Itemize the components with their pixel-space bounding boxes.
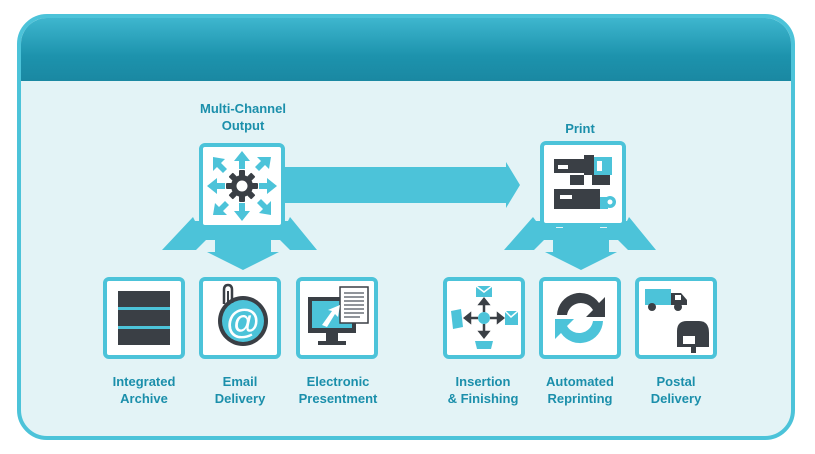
hub-left-label: Multi-Channel Output — [200, 101, 286, 133]
insertion-arrows-icon — [451, 285, 519, 349]
right-fan-connector — [504, 217, 656, 270]
channel-label-insertion-finishing: Insertion & Finishing — [447, 374, 519, 406]
automated-reprinting-box — [539, 277, 621, 359]
postal-delivery-box — [635, 277, 717, 359]
channel-label-integrated-archive: Integrated Archive — [112, 374, 176, 406]
multi-channel-output-box — [199, 143, 285, 229]
monitor-document-icon — [308, 286, 369, 345]
refresh-cycle-icon — [555, 292, 605, 344]
printer-press-icon — [554, 155, 616, 209]
email-at-icon: @ — [218, 283, 268, 346]
channel-label-postal-delivery: Postal Delivery — [650, 374, 702, 406]
postal-truck-mailbox-icon — [645, 289, 709, 353]
channel-label-electronic-presentment: Electronic Presentment — [298, 374, 378, 406]
panel-header — [21, 18, 791, 81]
left-fan-connector — [162, 217, 317, 270]
print-box — [540, 141, 626, 227]
channel-label-email-delivery: Email Delivery — [214, 374, 266, 406]
channel-label-automated-reprinting: Automated Reprinting — [546, 374, 614, 406]
server-stack-icon — [118, 291, 170, 345]
insertion-finishing-box — [443, 277, 525, 359]
svg-text:@: @ — [226, 303, 259, 341]
gear-arrows-icon — [207, 151, 277, 221]
email-delivery-box: @ — [199, 277, 281, 359]
flow-arrow — [282, 162, 520, 208]
diagram-panel — [17, 14, 795, 440]
electronic-presentment-box — [296, 277, 378, 359]
integrated-archive-box — [103, 277, 185, 359]
hub-right-label: Print — [565, 121, 595, 136]
